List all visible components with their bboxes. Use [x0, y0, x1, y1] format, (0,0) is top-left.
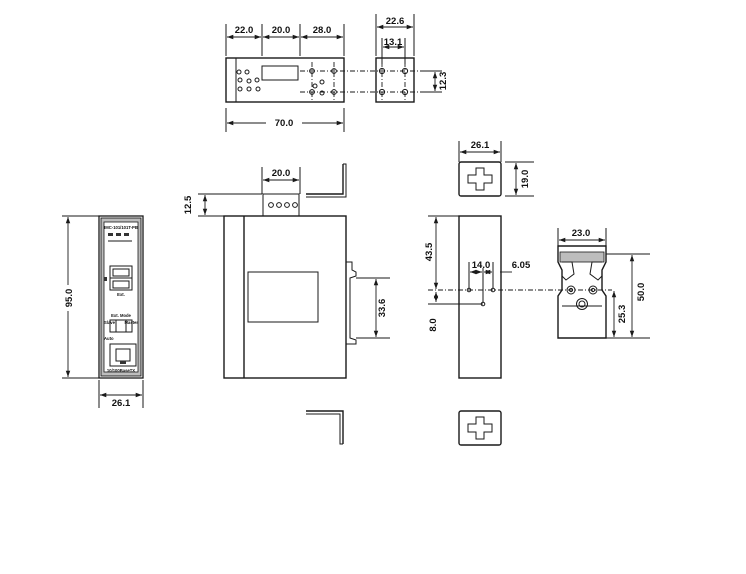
dim-rear-hole-v: 8.0	[428, 318, 439, 331]
top-view: 22.0 20.0 28.0	[225, 24, 418, 132]
front-auto-label: Auto	[104, 336, 114, 341]
dim-bracket-width: 22.6	[386, 16, 405, 27]
dim-top-seg-3: 28.0	[313, 25, 332, 36]
front-view: 95.0 IMC-101/101T-PB Ext. Ext. Mode Slav…	[62, 215, 144, 409]
dim-terminal-height: 12.5	[183, 195, 194, 214]
front-ext-label: Ext.	[117, 292, 125, 297]
front-mode-label: Ext. Mode	[111, 313, 131, 318]
dim-top-seg-1: 22.0	[235, 25, 254, 36]
mounting-cross-icon	[467, 167, 493, 191]
rear-view: 26.1 19.0 43.5 8.0 14.0 6.05	[424, 140, 612, 446]
led-group	[236, 69, 325, 96]
side-view: 20.0 12.5 33.6	[183, 163, 390, 445]
dim-front-width: 26.1	[112, 398, 131, 409]
dim-din-lower: 25.3	[617, 305, 628, 324]
front-bottom-label: 10/100BaseTX	[107, 368, 135, 373]
din-rail-clip-icon: 23.0 50.0 25.3	[557, 228, 650, 339]
dim-top-seg-2: 20.0	[272, 25, 291, 36]
dim-side-slot: 33.6	[377, 299, 388, 318]
rj45-port-icon	[109, 343, 137, 367]
dim-rear-top-height: 19.0	[520, 170, 531, 189]
mounting-bracket-view: 22.6 13.1 12.3	[375, 14, 449, 103]
dim-bracket-hole-x: 13.1	[384, 37, 403, 48]
dim-din-height: 50.0	[636, 283, 647, 302]
dim-terminal-width: 20.0	[272, 168, 291, 179]
dim-front-height: 95.0	[64, 289, 75, 308]
dim-rear-hole-x: 14.0	[472, 260, 491, 271]
front-slave-label: Slave	[104, 320, 116, 325]
dim-top-total: 70.0	[275, 118, 294, 129]
dim-rear-hole-gap: 6.05	[512, 260, 531, 271]
front-master-label: Master	[125, 320, 139, 325]
dim-rear-offset-v: 43.5	[424, 242, 435, 261]
dim-rear-top-width: 26.1	[471, 140, 490, 151]
dim-bracket-hole-y: 12.3	[438, 72, 449, 91]
front-model-label: IMC-101/101T-PB	[104, 225, 138, 230]
dim-din-width: 23.0	[572, 228, 591, 239]
